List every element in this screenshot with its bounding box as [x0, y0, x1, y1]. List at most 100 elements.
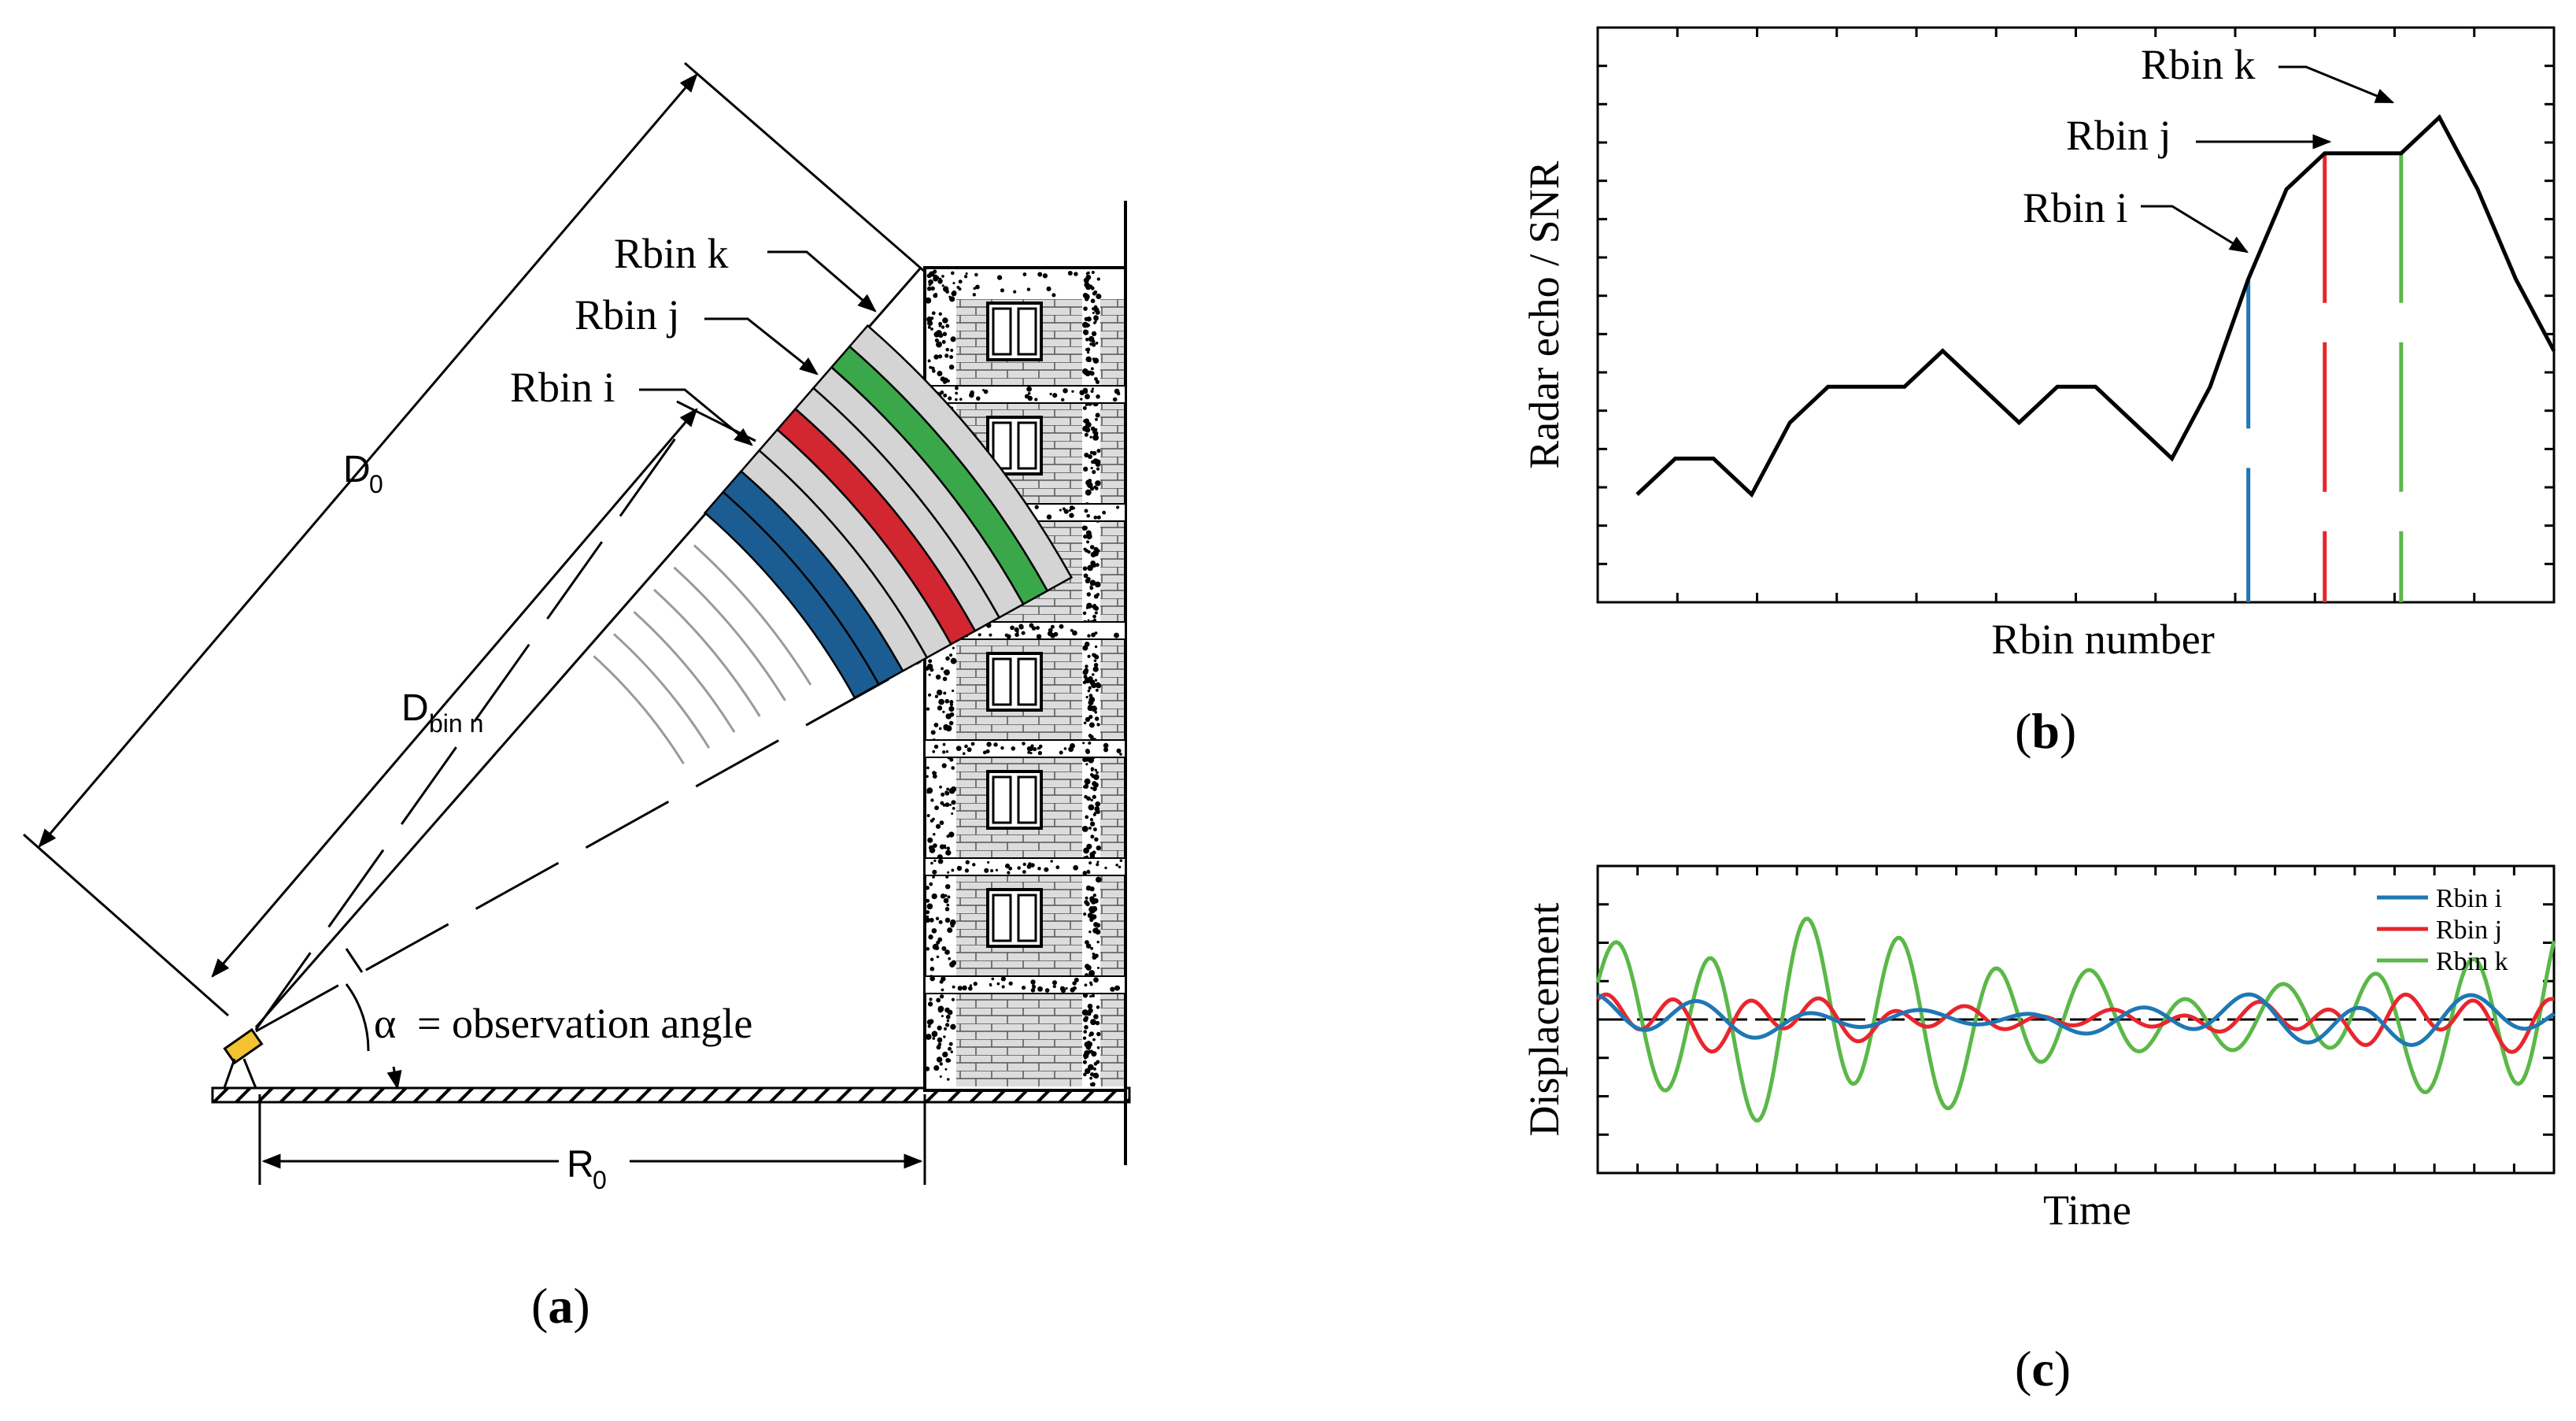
concrete-speckle: [1092, 812, 1096, 816]
concrete-speckle: [1083, 573, 1088, 579]
concrete-speckle: [1026, 386, 1033, 392]
concrete-speckle: [1093, 1014, 1099, 1019]
floor-slab: [924, 857, 1126, 876]
panel-c-xlabel: Time: [2043, 1186, 2131, 1234]
concrete-speckle: [1085, 763, 1088, 766]
concrete-speckle: [1065, 986, 1068, 990]
concrete-speckle: [936, 955, 940, 959]
concrete-speckle: [1096, 682, 1100, 686]
concrete-speckle: [1094, 377, 1098, 381]
concrete-speckle: [1067, 270, 1073, 276]
concrete-speckle: [948, 720, 954, 726]
concrete-speckle: [1030, 979, 1036, 985]
concrete-speckle: [1096, 860, 1100, 864]
concrete-speckle: [1094, 487, 1099, 490]
concrete-speckle: [944, 917, 951, 923]
concrete-speckle: [950, 1023, 956, 1030]
concrete-speckle: [1092, 794, 1096, 799]
concrete-speckle: [941, 792, 945, 797]
concrete-speckle: [1085, 780, 1088, 784]
concrete-speckle: [1052, 393, 1058, 398]
concrete-speckle: [944, 907, 950, 912]
building-brick-column: [1100, 299, 1125, 1086]
concrete-speckle: [931, 927, 937, 934]
faint-range-arc: [693, 544, 812, 686]
concrete-speckle: [1090, 786, 1093, 790]
concrete-speckle: [944, 669, 950, 676]
concrete-speckle: [926, 1019, 933, 1026]
concrete-speckle: [943, 393, 948, 398]
series-rbin-j: [1596, 992, 2555, 1054]
concrete-speckle: [1096, 515, 1101, 520]
concrete-speckle: [1095, 876, 1102, 883]
concrete-speckle: [939, 844, 945, 849]
concrete-speckle: [939, 1062, 944, 1066]
concrete-speckle: [944, 846, 947, 849]
concrete-speckle: [1092, 1038, 1096, 1042]
concrete-speckle: [1022, 870, 1026, 874]
concrete-speckle: [1088, 1008, 1093, 1013]
concrete-speckle: [1104, 866, 1107, 870]
concrete-speckle: [1092, 307, 1096, 311]
concrete-speckle: [1085, 896, 1088, 900]
concrete-speckle: [1095, 480, 1101, 487]
concrete-speckle: [1096, 593, 1100, 597]
concrete-speckle: [945, 849, 952, 856]
concrete-speckle: [949, 712, 955, 717]
concrete-speckle: [950, 336, 956, 342]
concrete-speckle: [931, 1031, 938, 1038]
concrete-speckle: [929, 882, 933, 886]
concrete-speckle: [1088, 453, 1092, 459]
panel-b-annot-j: Rbin j: [2066, 112, 2332, 159]
concrete-speckle: [1084, 1050, 1090, 1056]
concrete-speckle: [1044, 867, 1049, 872]
concrete-speckle: [1081, 1009, 1088, 1016]
concrete-speckle: [933, 354, 939, 360]
concrete-speckle: [1051, 980, 1058, 986]
concrete-speckle: [1088, 359, 1092, 362]
concrete-speckle: [951, 800, 956, 805]
concrete-speckle: [1086, 513, 1090, 518]
concrete-speckle: [1090, 367, 1094, 371]
concrete-speckle: [951, 766, 955, 770]
concrete-speckle: [1088, 722, 1095, 728]
concrete-speckle: [951, 812, 954, 815]
window-pane: [1017, 894, 1037, 942]
concrete-speckle: [1092, 614, 1096, 619]
concrete-speckle: [944, 802, 950, 808]
concrete-speckle: [1093, 515, 1098, 520]
concrete-speckle: [942, 377, 949, 383]
concrete-speckle: [1083, 534, 1088, 539]
concrete-speckle: [930, 730, 936, 735]
concrete-speckle: [1090, 1019, 1096, 1026]
concrete-speckle: [983, 389, 989, 394]
concrete-speckle: [941, 339, 946, 344]
concrete-speckle: [944, 883, 951, 890]
concrete-speckle: [1093, 922, 1099, 927]
concrete-speckle: [1085, 323, 1090, 328]
concrete-speckle: [928, 934, 933, 940]
concrete-speckle: [1085, 348, 1088, 352]
concrete-speckle: [929, 917, 934, 923]
concrete-speckle: [937, 858, 944, 864]
legend-label-k: Rbin k: [2436, 947, 2508, 976]
legend-label-i: Rbin i: [2436, 884, 2502, 913]
concrete-speckle: [1095, 379, 1100, 384]
concrete-speckle: [928, 673, 931, 676]
concrete-speckle: [952, 290, 957, 296]
concrete-speckle: [1096, 1005, 1100, 1009]
series-rbin-k: [1595, 916, 2556, 1123]
concrete-speckle: [945, 750, 949, 753]
concrete-speckle: [1095, 342, 1099, 345]
concrete-speckle: [993, 742, 998, 747]
concrete-speckle: [931, 893, 937, 900]
concrete-speckle: [947, 1009, 953, 1016]
concrete-speckle: [991, 977, 995, 981]
radar-tripod-leg: [223, 1058, 236, 1089]
concrete-speckle: [926, 898, 930, 903]
concrete-speckle: [932, 875, 935, 879]
concrete-speckle: [955, 746, 962, 752]
concrete-speckle: [932, 771, 937, 775]
concrete-speckle: [1027, 395, 1033, 402]
concrete-speckle: [926, 273, 932, 279]
